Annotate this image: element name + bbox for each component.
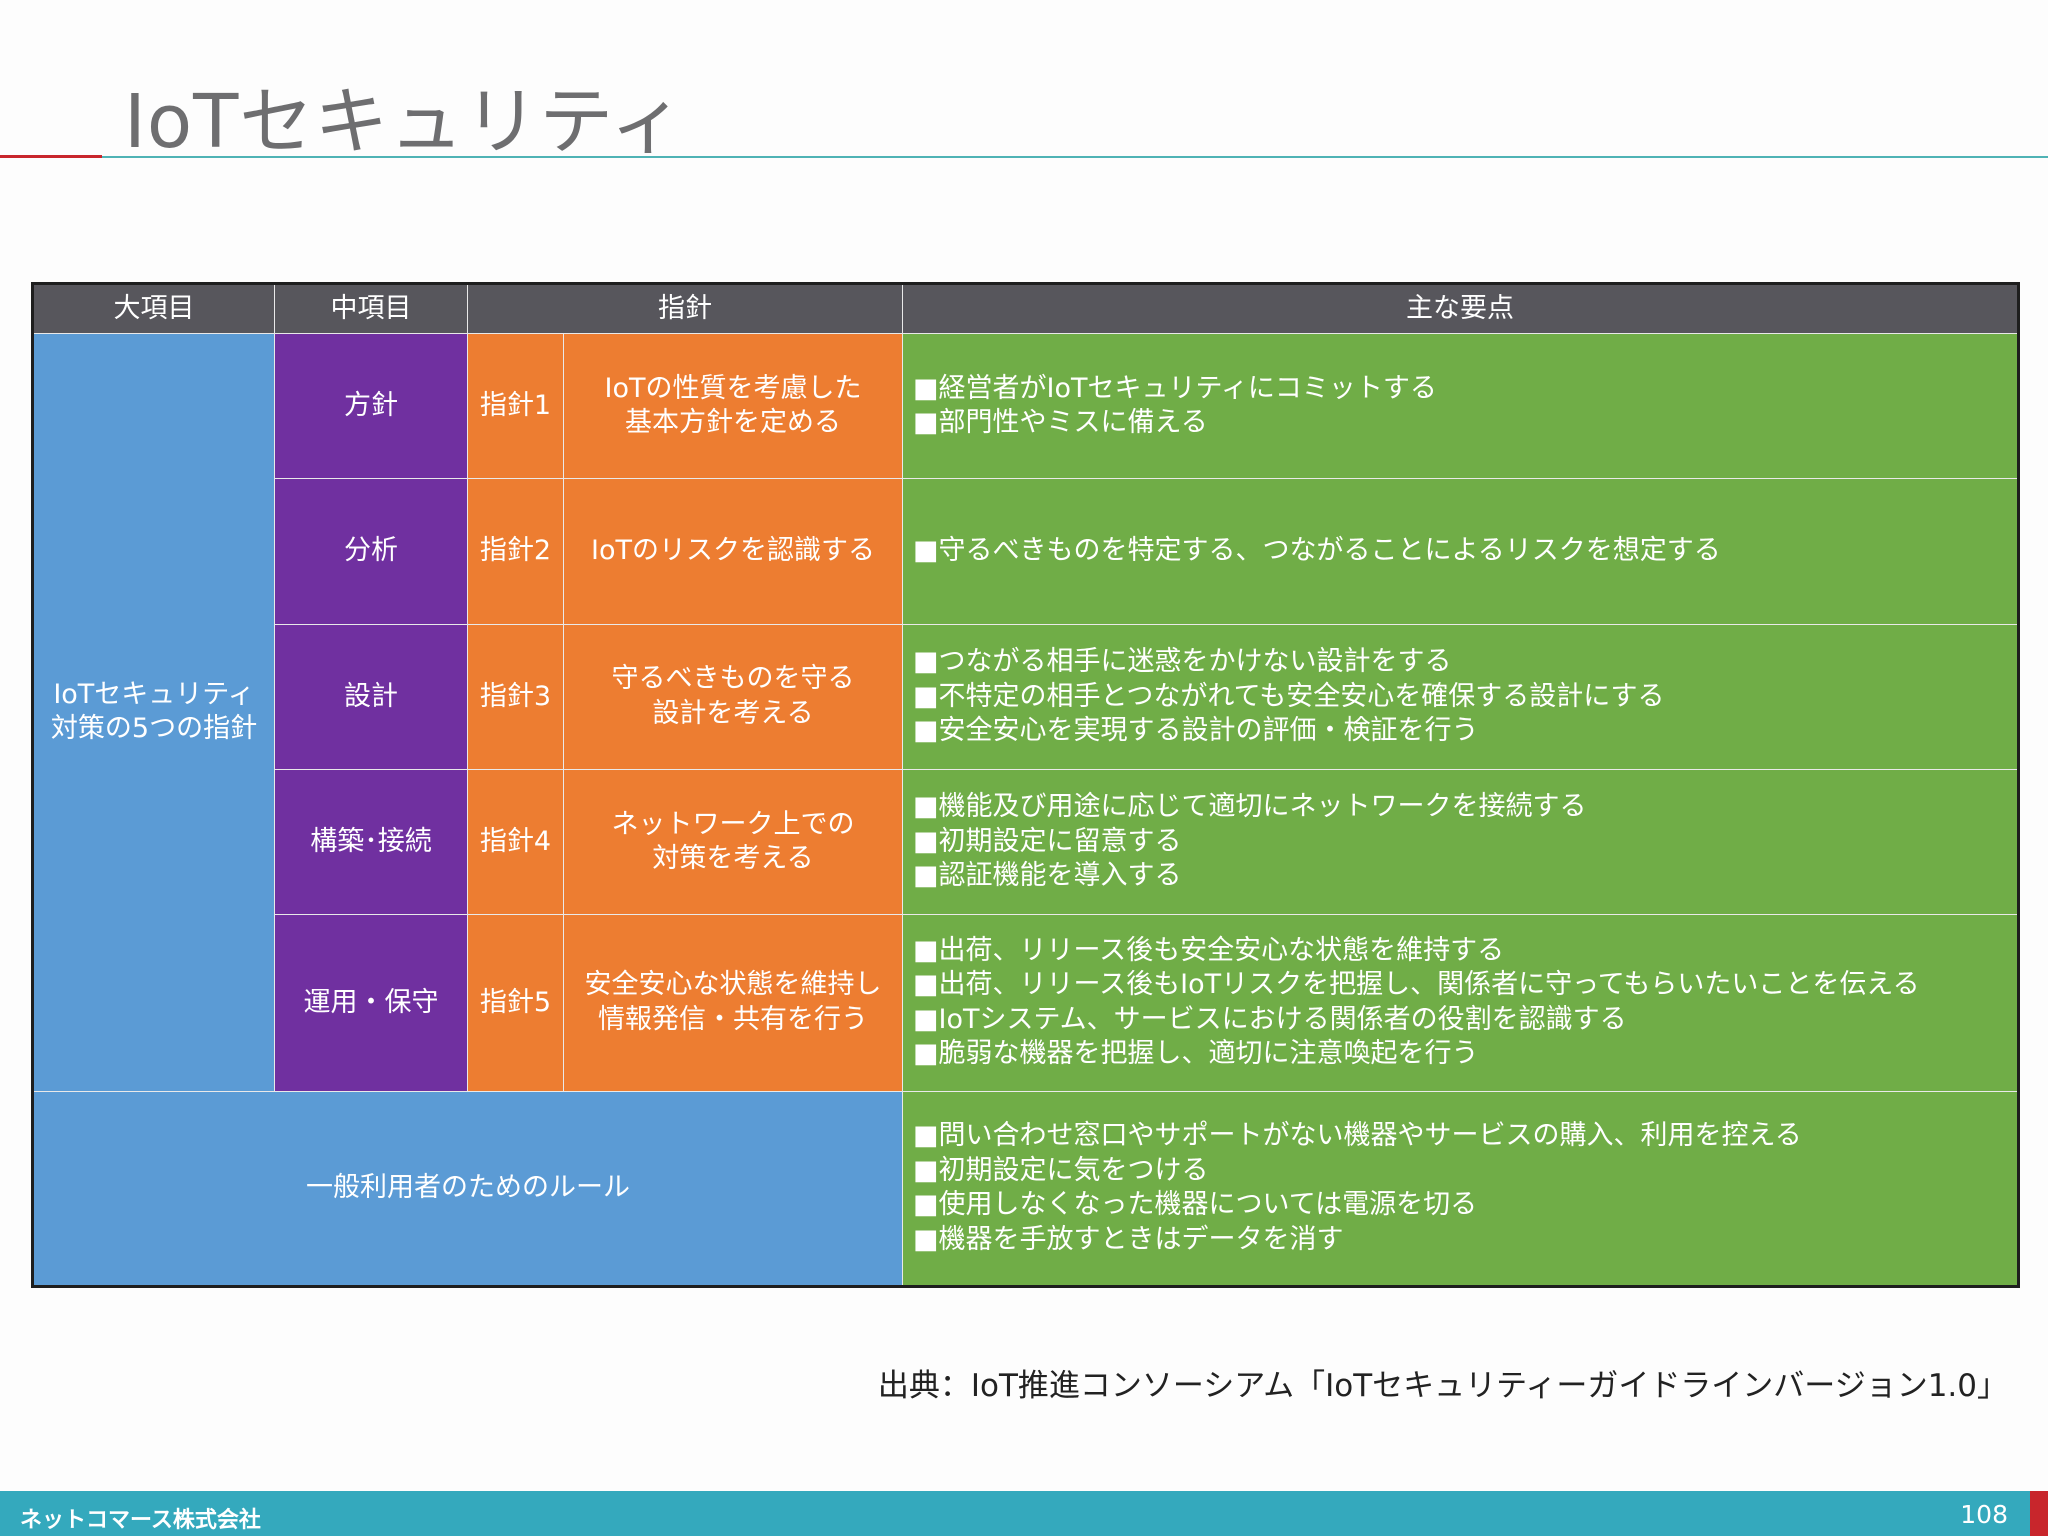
key-point: ■守るべきものを特定する、つながることによるリスクを想定する bbox=[913, 535, 1721, 567]
key-point: ■経営者がIoTセキュリティにコミットする bbox=[913, 372, 1437, 404]
table-row: 分析 指針2 IoTのリスクを認識する ■守るべきものを特定する、つながることに… bbox=[33, 478, 2019, 625]
subcategory-cell: 構築･接続 bbox=[274, 768, 468, 916]
general-user-rules-cell: 一般利用者のためのルール bbox=[32, 1090, 903, 1288]
table-row: 一般利用者のためのルール ■問い合わせ窓口やサポートがない機器やサービスの購入、… bbox=[32, 1090, 2019, 1288]
key-point: ■つながる相手に迷惑をかけない設計をする bbox=[913, 645, 1452, 677]
guideline-number: 指針4 bbox=[467, 768, 564, 916]
table-row: 構築･接続 指針4 ネットワーク上での 対策を考える ■機能及び用途に応じて適切… bbox=[33, 768, 2019, 916]
header-subcategory: 中項目 bbox=[274, 282, 468, 335]
guideline-number: 指針3 bbox=[467, 623, 564, 770]
key-point: ■認証機能を導入する bbox=[913, 860, 1182, 892]
slide-title: IoTセキュリティ bbox=[124, 79, 685, 165]
key-point: ■安全安心を実現する設計の評価・検証を行う bbox=[913, 715, 1479, 747]
footer-accent bbox=[2030, 1491, 2048, 1536]
table-row: 設計 指針3 守るべきものを守る 設計を考える ■つながる相手に迷惑をかけない設… bbox=[33, 623, 2019, 770]
category-label: IoTセキュリティ 対策の5つの指針 bbox=[50, 678, 258, 745]
table-row: 運用・保守 指針5 安全安心な状態を維持し 情報発信・共有を行う ■出荷、リリー… bbox=[33, 914, 2019, 1092]
guideline-number: 指針5 bbox=[467, 914, 564, 1092]
key-points-cell: ■問い合わせ窓口やサポートがない機器やサービスの購入、利用を控える ■初期設定に… bbox=[902, 1090, 2019, 1288]
key-point: ■出荷、リリース後も安全安心な状態を維持する bbox=[913, 934, 1505, 966]
title-underline bbox=[102, 156, 2048, 158]
page-number: 108 bbox=[1960, 1500, 2008, 1529]
subcategory-cell: 設計 bbox=[274, 623, 468, 770]
header-guideline: 指針 bbox=[467, 282, 903, 335]
company-name: ネットコマース株式会社 bbox=[20, 1508, 261, 1533]
table-row: IoTセキュリティ 対策の5つの指針 方針 指針1 IoTの性質を考慮した 基本… bbox=[32, 333, 2019, 1092]
key-points-cell: ■出荷、リリース後も安全安心な状態を維持する ■出荷、リリース後もIoTリスクを… bbox=[902, 914, 2019, 1092]
key-points-cell: ■経営者がIoTセキュリティにコミットする ■部門性やミスに備える bbox=[902, 333, 2019, 480]
subcategory-cell: 方針 bbox=[274, 333, 468, 480]
guideline-text: 安全安心な状態を維持し 情報発信・共有を行う bbox=[563, 914, 903, 1092]
key-point: ■脆弱な機器を把握し、適切に注意喚起を行う bbox=[913, 1038, 1479, 1070]
key-point: ■IoTシステム、サービスにおける関係者の役割を認識する bbox=[913, 1003, 1627, 1035]
key-point: ■問い合わせ窓口やサポートがない機器やサービスの購入、利用を控える bbox=[913, 1120, 1802, 1152]
header-category: 大項目 bbox=[32, 282, 275, 335]
header-key-points: 主な要点 bbox=[902, 282, 2019, 335]
key-point: ■初期設定に留意する bbox=[913, 825, 1182, 857]
key-points-cell: ■つながる相手に迷惑をかけない設計をする ■不特定の相手とつながれても安全安心を… bbox=[902, 623, 2019, 770]
key-point: ■使用しなくなった機器については電源を切る bbox=[913, 1189, 1478, 1221]
key-point: ■機器を手放すときはデータを消す bbox=[913, 1223, 1344, 1255]
key-points-cell: ■機能及び用途に応じて適切にネットワークを接続する ■初期設定に留意する ■認証… bbox=[902, 768, 2019, 916]
key-point: ■初期設定に気をつける bbox=[913, 1154, 1209, 1186]
guideline-text: IoTの性質を考慮した 基本方針を定める bbox=[563, 333, 903, 480]
key-point: ■部門性やミスに備える bbox=[913, 407, 1208, 439]
subcategory-cell: 分析 bbox=[274, 478, 468, 625]
title-underline-accent bbox=[0, 155, 102, 158]
key-points-cell: ■守るべきものを特定する、つながることによるリスクを想定する bbox=[902, 478, 2019, 625]
guideline-number: 指針2 bbox=[467, 478, 564, 625]
key-point: ■機能及び用途に応じて適切にネットワークを接続する bbox=[913, 791, 1587, 823]
guideline-table: 大項目 中項目 指針 主な要点 IoTセキュリティ 対策の5つの指針 方針 指針… bbox=[31, 282, 2020, 1288]
category-cell: IoTセキュリティ 対策の5つの指針 bbox=[32, 333, 275, 1092]
key-point: ■出荷、リリース後もIoTリスクを把握し、関係者に守ってもらいたいことを伝える bbox=[913, 969, 1920, 1001]
guideline-text: 守るべきものを守る 設計を考える bbox=[563, 623, 903, 770]
guideline-text: IoTのリスクを認識する bbox=[563, 478, 903, 625]
source-citation: 出典：IoT推進コンソーシアム「IoTセキュリティーガイドラインバージョン1.0… bbox=[877, 1368, 2008, 1404]
guideline-text: ネットワーク上での 対策を考える bbox=[563, 768, 903, 916]
subcategory-cell: 運用・保守 bbox=[274, 914, 468, 1092]
key-point: ■不特定の相手とつながれても安全安心を確保する設計にする bbox=[913, 680, 1665, 712]
guideline-number: 指針1 bbox=[467, 333, 564, 480]
footer-bar bbox=[0, 1491, 2048, 1536]
table-header-row: 大項目 中項目 指針 主な要点 bbox=[32, 282, 2019, 335]
